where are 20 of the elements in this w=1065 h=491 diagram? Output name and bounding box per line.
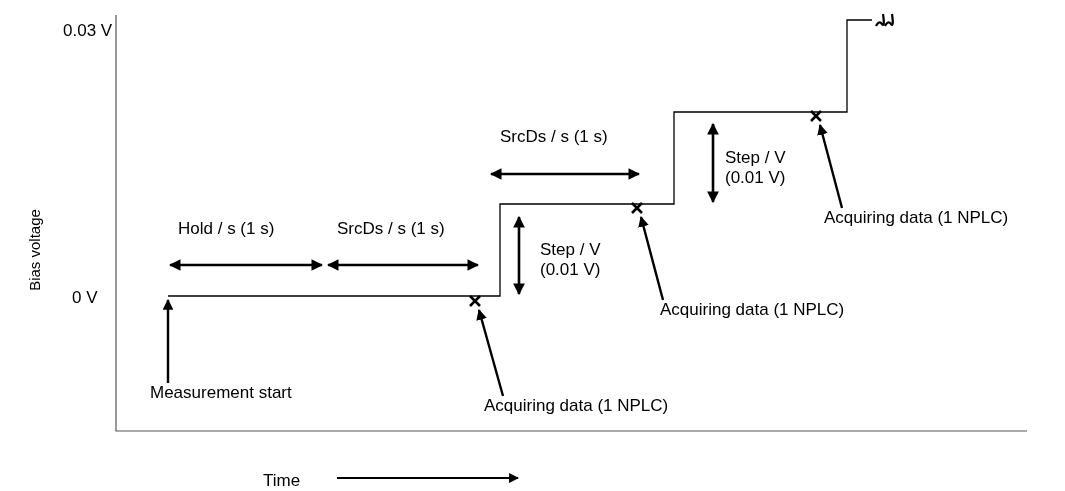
- dimension-label: SrcDs / s (1 s): [337, 219, 445, 239]
- tick-label: 0.03 V: [63, 21, 113, 41]
- cross-mark: [468, 294, 482, 308]
- dimension-label: Step / V (0.01 V): [725, 148, 787, 188]
- callout-text: Acquiring data (1 NPLC): [660, 300, 845, 320]
- callout-text: Acquiring data (1 NPLC): [484, 396, 669, 416]
- cross-mark: [809, 109, 823, 123]
- dimension-label: Step / V (0.01 V): [540, 240, 602, 280]
- callout-text: Measurement start: [150, 383, 292, 403]
- leader-arrow: [162, 298, 174, 383]
- dimension-label: SrcDs / s (1 s): [500, 127, 608, 147]
- leader-arrow: [817, 123, 844, 209]
- callout-text: Acquiring data (1 NPLC): [824, 208, 1009, 228]
- dimension-label: Hold / s (1 s): [178, 219, 275, 239]
- tick-label: 0 V: [72, 288, 98, 308]
- cross-mark: [630, 201, 644, 215]
- axis-title: Bias voltage: [24, 209, 44, 291]
- axis-title: Time: [263, 471, 301, 491]
- leader-arrow: [476, 308, 505, 397]
- leader-arrow: [638, 215, 665, 301]
